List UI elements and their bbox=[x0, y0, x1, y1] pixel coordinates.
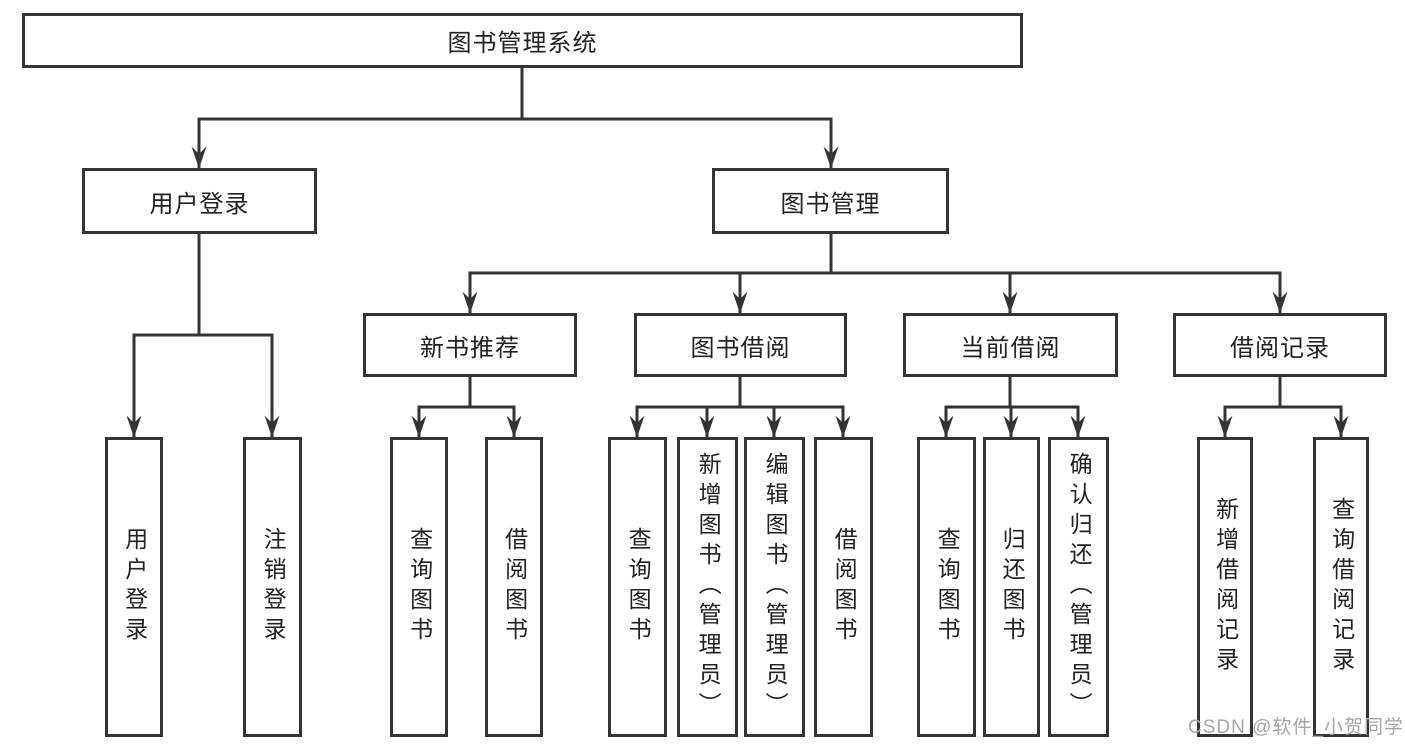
node-book-management: 图书管理 bbox=[712, 168, 949, 234]
leaf-records-add: 新增借阅记录 bbox=[1197, 437, 1253, 737]
leaf-currentborrow-query-label: 查询图书 bbox=[934, 527, 961, 647]
leaf-records-add-label: 新增借阅记录 bbox=[1212, 497, 1239, 677]
leaf-currentborrow-confirm-label: 确认归还（管理员） bbox=[1066, 452, 1093, 722]
node-book-management-label: 图书管理 bbox=[780, 190, 881, 218]
leaf-currentborrow-return-label: 归还图书 bbox=[999, 527, 1026, 647]
connector-book-management bbox=[462, 232, 1288, 315]
leaf-records-query: 查询借阅记录 bbox=[1313, 437, 1369, 737]
leaf-bookborrow-edit: 编辑图书（管理员） bbox=[744, 437, 805, 737]
leaf-user-login: 用户登录 bbox=[105, 437, 163, 737]
leaf-logout-label: 注销登录 bbox=[260, 527, 287, 647]
leaf-bookborrow-edit-label: 编辑图书（管理员） bbox=[762, 452, 789, 722]
leaf-newbooks-borrow-label: 借阅图书 bbox=[501, 527, 528, 647]
leaf-user-login-label: 用户登录 bbox=[121, 527, 148, 647]
leaf-bookborrow-add-label: 新增图书（管理员） bbox=[695, 452, 722, 722]
leaf-newbooks-borrow: 借阅图书 bbox=[485, 437, 543, 737]
leaf-newbooks-query-label: 查询图书 bbox=[406, 527, 433, 647]
leaf-currentborrow-confirm: 确认归还（管理员） bbox=[1048, 437, 1109, 737]
leaf-bookborrow-borrow-label: 借阅图书 bbox=[831, 527, 858, 647]
node-root: 图书管理系统 bbox=[22, 13, 1023, 68]
connector-current-borrow bbox=[938, 375, 1086, 439]
leaf-bookborrow-add: 新增图书（管理员） bbox=[677, 437, 738, 737]
node-current-borrow-label: 当前借阅 bbox=[960, 334, 1061, 362]
leaf-bookborrow-borrow: 借阅图书 bbox=[814, 437, 873, 737]
csdn-watermark: CSDN @软件_小贺同学 bbox=[1188, 717, 1404, 738]
node-borrow-records: 借阅记录 bbox=[1173, 313, 1387, 377]
leaf-bookborrow-query: 查询图书 bbox=[608, 437, 667, 737]
node-current-borrow: 当前借阅 bbox=[903, 313, 1118, 377]
leaf-currentborrow-return: 归还图书 bbox=[983, 437, 1040, 737]
node-user-login: 用户登录 bbox=[82, 168, 317, 234]
leaf-currentborrow-query: 查询图书 bbox=[917, 437, 976, 737]
leaf-newbooks-query: 查询图书 bbox=[390, 437, 448, 737]
node-user-login-label: 用户登录 bbox=[149, 190, 250, 218]
connector-book-borrow bbox=[629, 375, 851, 439]
leaf-logout: 注销登录 bbox=[243, 437, 302, 737]
node-root-label: 图书管理系统 bbox=[447, 30, 598, 57]
node-new-books: 新书推荐 bbox=[363, 313, 577, 377]
connector-root bbox=[191, 66, 839, 170]
node-book-borrow-label: 图书借阅 bbox=[690, 334, 791, 362]
leaf-records-query-label: 查询借阅记录 bbox=[1328, 497, 1355, 677]
node-borrow-records-label: 借阅记录 bbox=[1230, 334, 1330, 362]
node-book-borrow: 图书借阅 bbox=[634, 313, 847, 377]
leaf-bookborrow-query-label: 查询图书 bbox=[625, 527, 652, 647]
connector-user-login bbox=[126, 232, 280, 439]
node-new-books-label: 新书推荐 bbox=[420, 334, 520, 362]
connector-borrow-records bbox=[1217, 375, 1349, 439]
connector-new-books bbox=[411, 375, 522, 439]
